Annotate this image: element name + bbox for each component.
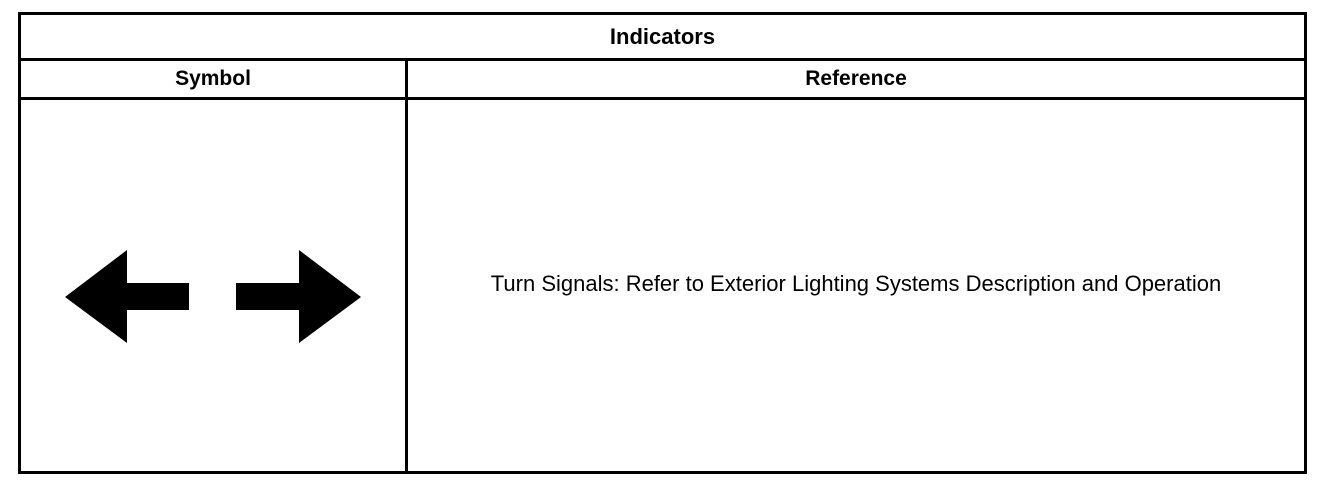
reference-column-header: Reference — [805, 67, 907, 90]
right-arrow-icon — [236, 250, 361, 343]
table-title: Indicators — [21, 15, 1304, 61]
column-divider — [405, 61, 408, 471]
left-arrow-icon — [65, 250, 189, 343]
reference-cell: Turn Signals: Refer to Exterior Lighting… — [490, 270, 1222, 296]
symbol-column-header: Symbol — [175, 67, 251, 90]
turn-signal-arrows-icon — [65, 250, 361, 343]
symbol-cell — [21, 100, 405, 471]
table-header-row: Symbol Reference — [21, 61, 1304, 100]
indicators-table: Indicators Symbol Reference Turn Signals… — [18, 12, 1307, 474]
